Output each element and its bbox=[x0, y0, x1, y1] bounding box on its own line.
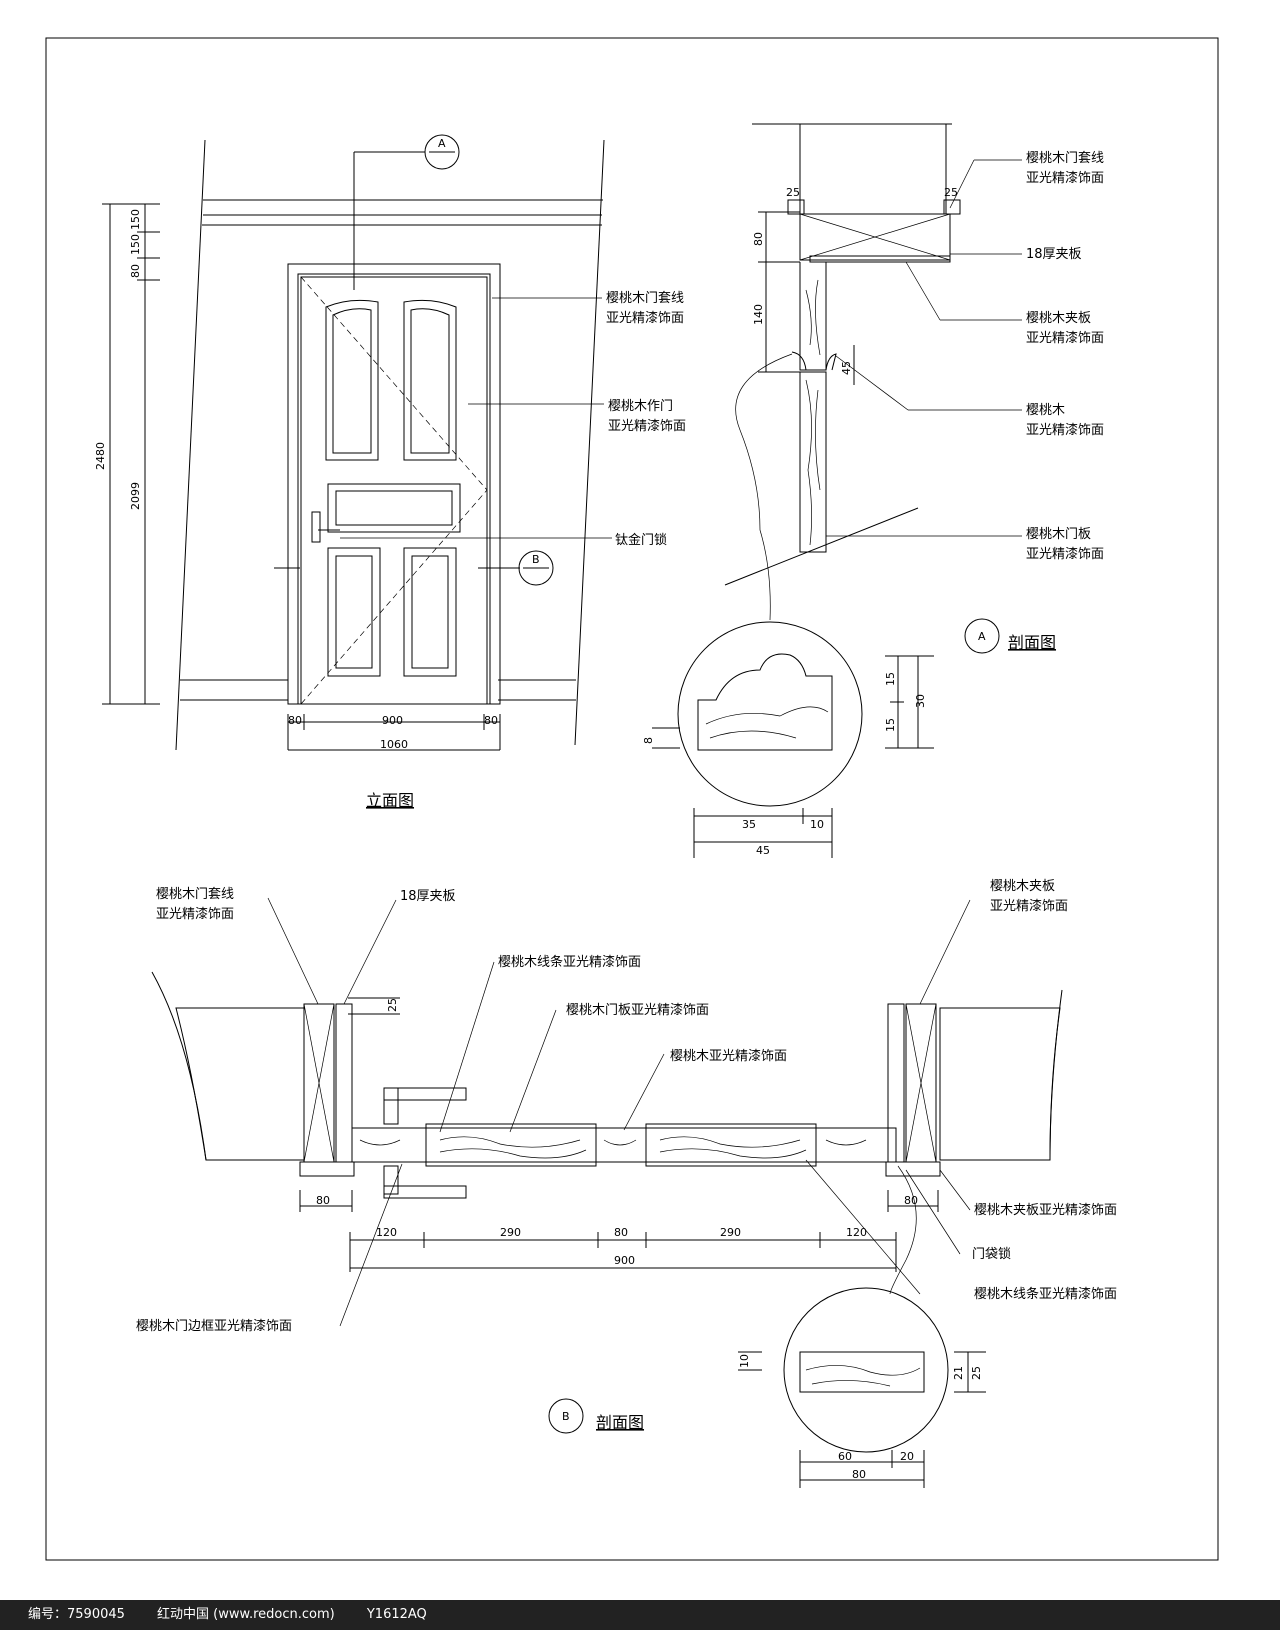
dim-detail-b-21: 21 bbox=[952, 1366, 965, 1380]
dim-a-140: 140 bbox=[752, 304, 765, 325]
dim-a-25-left: 25 bbox=[786, 186, 800, 199]
dim-elev-top-1: 150 bbox=[129, 209, 142, 230]
detail-b bbox=[783, 1287, 949, 1453]
label-b-strip-2: 樱桃木线条亚光精漆饰面 bbox=[974, 1286, 1117, 1302]
dim-b-120-left: 120 bbox=[376, 1226, 397, 1239]
drawing-border bbox=[45, 37, 1219, 1561]
dim-elev-w-door: 900 bbox=[382, 714, 403, 727]
dim-b-80-right: 80 bbox=[904, 1194, 918, 1207]
label-a-door-panel-1: 樱桃木门板 bbox=[1026, 526, 1091, 542]
dim-b-290-right: 290 bbox=[720, 1226, 741, 1239]
title-elevation: 立面图 bbox=[366, 791, 414, 810]
dim-elev-top-2: 150 bbox=[129, 234, 142, 255]
label-b-strip-1: 樱桃木线条亚光精漆饰面 bbox=[498, 954, 641, 970]
dim-elev-total-height: 2480 bbox=[94, 442, 107, 470]
section-marker-b-label: B bbox=[532, 553, 540, 566]
title-section-b: 剖面图 bbox=[596, 1413, 644, 1432]
label-b-veneer-2: 亚光精漆饰面 bbox=[990, 898, 1068, 914]
label-frame-line-2: 亚光精漆饰面 bbox=[606, 310, 684, 326]
dim-detail-a-35: 35 bbox=[742, 818, 756, 831]
label-a-cherry-2: 亚光精漆饰面 bbox=[1026, 422, 1104, 438]
dim-elev-w-right: 80 bbox=[484, 714, 498, 727]
dim-detail-a-8: 8 bbox=[642, 737, 655, 744]
dim-detail-a-30: 30 bbox=[914, 694, 927, 708]
label-a-frame-line-2: 亚光精漆饰面 bbox=[1026, 170, 1104, 186]
label-b-panel: 樱桃木门板亚光精漆饰面 bbox=[566, 1002, 709, 1018]
label-door-leaf-2: 亚光精漆饰面 bbox=[608, 418, 686, 434]
label-b-frame-2: 亚光精漆饰面 bbox=[156, 906, 234, 922]
dim-elev-door-height: 2099 bbox=[129, 482, 142, 510]
label-frame-line-1: 樱桃木门套线 bbox=[606, 290, 684, 306]
section-b-tag bbox=[548, 1398, 584, 1434]
section-a-tag-label: A bbox=[978, 630, 986, 643]
dim-b-80-mid: 80 bbox=[614, 1226, 628, 1239]
door-lock-handle bbox=[311, 511, 321, 543]
handle-section bbox=[383, 1087, 467, 1199]
dim-b-900: 900 bbox=[614, 1254, 635, 1267]
dim-detail-b-25: 25 bbox=[970, 1366, 983, 1380]
dim-detail-b-60: 60 bbox=[838, 1450, 852, 1463]
elevation-view: A B 2480 2099 150 150 80 80 900 80 1060 … bbox=[94, 134, 686, 810]
detail-a bbox=[677, 621, 863, 807]
label-b-matte: 樱桃木亚光精漆饰面 bbox=[670, 1048, 787, 1064]
label-b-ply18: 18厚夹板 bbox=[400, 889, 456, 904]
section-marker-b bbox=[518, 550, 554, 586]
label-a-veneer-2: 亚光精漆饰面 bbox=[1026, 330, 1104, 346]
label-lock: 钛金门锁 bbox=[615, 532, 667, 548]
dim-elev-w-total: 1060 bbox=[380, 738, 408, 751]
section-b-view: 25 80 80 120 290 80 290 120 900 樱桃木门套线 亚… bbox=[136, 878, 1117, 1488]
title-section-a: 剖面图 bbox=[1008, 633, 1056, 652]
section-a-tag bbox=[964, 618, 1000, 654]
dim-detail-a-45: 45 bbox=[756, 844, 770, 857]
section-a-view: 25 25 80 140 45 樱桃木门套线 亚光精漆饰面 18厚夹板 樱桃木夹… bbox=[642, 123, 1104, 858]
label-a-veneer-1: 樱桃木夹板 bbox=[1026, 310, 1091, 326]
door-leaf-section bbox=[351, 1127, 897, 1163]
dim-b-80-left: 80 bbox=[316, 1194, 330, 1207]
dim-detail-b-80: 80 bbox=[852, 1468, 866, 1481]
label-a-door-panel-2: 亚光精漆饰面 bbox=[1026, 546, 1104, 562]
dim-elev-w-left: 80 bbox=[288, 714, 302, 727]
dim-detail-a-10: 10 bbox=[810, 818, 824, 831]
label-b-veneer2: 樱桃木夹板亚光精漆饰面 bbox=[974, 1202, 1117, 1218]
dim-a-25-right: 25 bbox=[944, 186, 958, 199]
section-marker-a-label: A bbox=[438, 137, 446, 150]
label-a-ply18: 18厚夹板 bbox=[1026, 247, 1082, 262]
dim-detail-b-20: 20 bbox=[900, 1450, 914, 1463]
dim-elev-top-3: 80 bbox=[129, 264, 142, 278]
section-b-tag-label: B bbox=[562, 1410, 570, 1423]
label-a-cherry-1: 樱桃木 bbox=[1026, 402, 1065, 418]
dim-b-290-left: 290 bbox=[500, 1226, 521, 1239]
plywood-18-a bbox=[799, 213, 951, 261]
label-b-frame-1: 樱桃木门套线 bbox=[156, 886, 234, 902]
label-b-stop: 门袋锁 bbox=[972, 1246, 1011, 1262]
dim-a-80: 80 bbox=[752, 232, 765, 246]
footer-id: 编号：7590045 bbox=[28, 1607, 125, 1622]
section-marker-a bbox=[424, 134, 460, 170]
dim-detail-b-10: 10 bbox=[738, 1354, 751, 1368]
label-b-veneer-1: 樱桃木夹板 bbox=[990, 878, 1055, 894]
label-b-stile: 樱桃木门边框亚光精漆饰面 bbox=[136, 1318, 292, 1334]
watermark-footer: 编号：7590045 红动中国 (www.redocn.com) Y1612AQ bbox=[0, 1600, 1280, 1630]
label-door-leaf-1: 樱桃木作门 bbox=[608, 398, 673, 414]
dim-a-45: 45 bbox=[840, 361, 853, 375]
footer-site: 红动中国 (www.redocn.com) bbox=[157, 1607, 335, 1622]
dim-detail-a-15-bottom: 15 bbox=[884, 718, 897, 732]
label-a-frame-line-1: 樱桃木门套线 bbox=[1026, 150, 1104, 166]
footer-code: Y1612AQ bbox=[366, 1607, 427, 1622]
dim-b-120-right: 120 bbox=[846, 1226, 867, 1239]
dim-detail-a-15-top: 15 bbox=[884, 672, 897, 686]
dim-b-25: 25 bbox=[386, 998, 399, 1012]
